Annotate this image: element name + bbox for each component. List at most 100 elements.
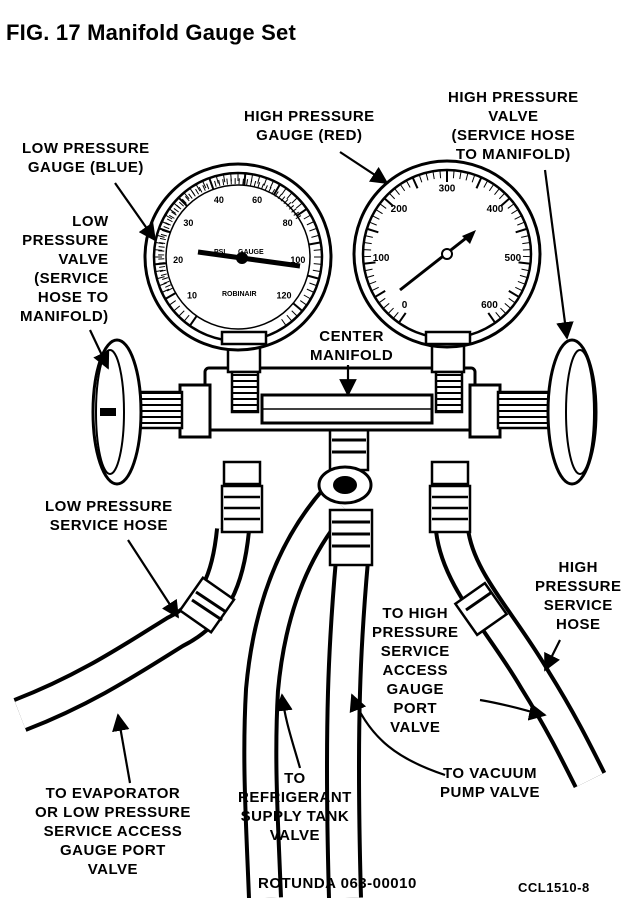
gauge-tick bbox=[372, 215, 380, 220]
low-pressure-service-hose bbox=[13, 528, 251, 732]
label-low-pressure-valve: LOW PRESSURE VALVE (SERVICE HOSE TO MANI… bbox=[20, 213, 109, 325]
low-side-fittings bbox=[220, 336, 264, 534]
gauge-tick bbox=[286, 314, 293, 322]
gauge-tick bbox=[173, 305, 181, 312]
gauge-tick bbox=[387, 307, 394, 315]
gauge-tick bbox=[281, 318, 287, 327]
gauge-tick bbox=[286, 192, 293, 200]
gauge-tick bbox=[243, 173, 247, 186]
gauge-tick bbox=[498, 192, 506, 200]
label-high-pressure-gauge: HIGH PRESSURE GAUGE (RED) bbox=[244, 108, 375, 144]
gauge-tick bbox=[363, 242, 372, 245]
arrow-vacuum bbox=[349, 693, 446, 777]
gauge-scale-label: 10 bbox=[187, 291, 197, 301]
gauge-necks bbox=[220, 330, 472, 346]
leader-arrows bbox=[89, 151, 574, 784]
label-part-number: ROTUNDA 063-00010 bbox=[258, 875, 417, 892]
gauge-scale-label: 500 bbox=[505, 253, 522, 264]
gauge-tick bbox=[475, 176, 483, 189]
gauge-tick bbox=[299, 300, 308, 306]
gauge-scale-label: 100 bbox=[373, 253, 390, 264]
low-hose-coupling bbox=[178, 575, 236, 635]
gauge-tick bbox=[202, 180, 207, 189]
gauge-scale-label: 600 bbox=[481, 300, 498, 311]
gauge-tick bbox=[154, 262, 167, 266]
gauge-scale-label: 400 bbox=[487, 204, 504, 215]
refrigerant-supply-hose bbox=[242, 488, 349, 898]
figure-title: FIG. 17 Manifold Gauge Set bbox=[6, 20, 297, 45]
low-gauge-face-line-2: GAUGE bbox=[238, 249, 264, 256]
label-high-pressure-valve: HIGH PRESSURE VALVE (SERVICE HOSE TO MAN… bbox=[448, 89, 579, 163]
gauge-tick bbox=[164, 292, 177, 300]
gauge-tick bbox=[269, 180, 274, 189]
gauge-tick bbox=[432, 171, 435, 180]
gauge-tick bbox=[189, 315, 198, 327]
gauge-tick bbox=[158, 227, 171, 234]
gauge-tick bbox=[439, 170, 442, 179]
label-to-high-pressure-port: TO HIGH PRESSURE SERVICE ACCESS GAUGE PO… bbox=[372, 605, 459, 736]
gauge-tick bbox=[465, 172, 469, 181]
gauge-tick bbox=[155, 269, 164, 273]
gauge-tick bbox=[471, 174, 476, 183]
gauge-tick bbox=[500, 197, 511, 207]
gauge-tick bbox=[398, 312, 407, 324]
gauge-tick bbox=[517, 280, 526, 285]
gauge-tick bbox=[257, 175, 261, 184]
gauge-tick bbox=[383, 197, 394, 207]
gauge-tick bbox=[508, 297, 516, 304]
arrow-low-gauge bbox=[114, 182, 157, 242]
gauge-tick bbox=[494, 188, 500, 195]
gauge-tick bbox=[215, 175, 219, 184]
arrow-evaporator bbox=[112, 713, 132, 784]
gauge-scale-label: 200 bbox=[391, 204, 408, 215]
gauge-tick bbox=[368, 280, 377, 285]
gauge-tick bbox=[511, 209, 519, 215]
gauge-tick bbox=[165, 214, 173, 220]
gauge-tick bbox=[519, 274, 528, 279]
gauge-tick bbox=[388, 192, 396, 200]
gauge-tick bbox=[379, 203, 387, 209]
gauge-tick bbox=[521, 235, 530, 238]
arrow-high-valve bbox=[543, 169, 574, 340]
gauge-tick bbox=[374, 290, 386, 298]
high-hose-coupling bbox=[453, 581, 509, 637]
gauge-tick bbox=[306, 221, 315, 226]
gauge-tick bbox=[366, 227, 379, 234]
gauge-tick bbox=[291, 310, 298, 317]
gauge-tick bbox=[483, 180, 489, 188]
gauge-tick bbox=[394, 188, 400, 195]
gauge-tick bbox=[155, 241, 164, 245]
gauge-tick bbox=[418, 174, 423, 183]
gauge-tick bbox=[307, 274, 320, 280]
gauge-scale-label: 40 bbox=[214, 195, 224, 205]
high-valve-stem bbox=[496, 390, 552, 430]
arrow-refrigerant bbox=[275, 693, 302, 769]
gauge-tick bbox=[515, 227, 528, 234]
gauge-tick bbox=[308, 241, 321, 246]
gauge-tick bbox=[291, 197, 298, 204]
gauge-tick bbox=[281, 187, 287, 196]
gauge-tick bbox=[515, 286, 523, 292]
gauge-tick bbox=[161, 288, 170, 293]
gauge-tick bbox=[487, 312, 496, 324]
arrow-low-valve bbox=[89, 329, 110, 370]
gauge-tick bbox=[507, 203, 515, 209]
label-to-evaporator: TO EVAPORATOR OR LOW PRESSURE SERVICE AC… bbox=[35, 785, 191, 878]
gauge-tick bbox=[195, 184, 201, 192]
gauge-tick bbox=[263, 177, 268, 186]
gauge-tick bbox=[303, 294, 311, 300]
gauge-tick bbox=[156, 234, 165, 238]
gauge-tick bbox=[495, 312, 502, 319]
arrow-high-gauge bbox=[339, 151, 389, 184]
label-high-pressure-service-hose: HIGH PRESSURE SERVICE HOSE bbox=[535, 559, 622, 633]
high-gauge-ticks bbox=[363, 170, 531, 324]
gauge-tick bbox=[411, 176, 419, 189]
low-pressure-valve-knob bbox=[91, 338, 143, 486]
gauge-scale-label: 80 bbox=[283, 218, 293, 228]
gauge-tick bbox=[303, 214, 311, 220]
gauge-tick bbox=[364, 235, 373, 238]
high-pressure-service-hose bbox=[434, 527, 607, 789]
